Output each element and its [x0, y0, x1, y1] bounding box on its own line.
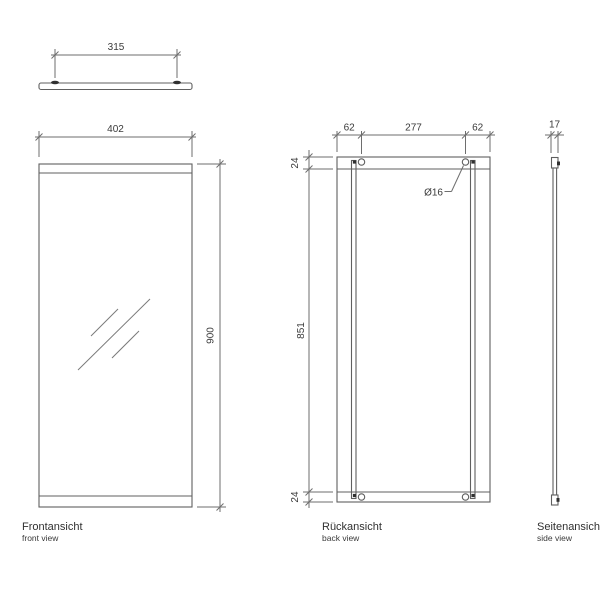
front-view-outline	[38, 163, 193, 508]
leader-line	[451, 165, 464, 192]
screw-dot-bottom-right	[471, 493, 475, 498]
mount-hole-bottom-right	[461, 493, 470, 501]
dim-width: 402	[35, 124, 196, 157]
dim-right-offset-label: 62	[472, 123, 484, 134]
mount-hole-top-left	[357, 158, 366, 166]
mount-bump-right	[173, 80, 181, 85]
side-mirror-body	[552, 167, 558, 496]
hole-diameter-callout: Ø16	[424, 165, 464, 199]
side-view: 17 Seitenansicht side view	[537, 120, 600, 544]
glass-reflection-marks	[77, 298, 151, 371]
glass-mark	[77, 298, 151, 371]
screw-dot-top-right	[471, 160, 475, 164]
dim-width-label: 402	[107, 124, 124, 135]
back-view-outline	[336, 156, 491, 503]
side-view-title: Seitenansicht	[537, 521, 600, 533]
mount-hole-top-right	[461, 158, 470, 166]
screw-dot-top-left	[352, 160, 357, 164]
dim-height-label: 900	[206, 327, 217, 344]
side-bottom-bracket-dot	[556, 498, 560, 502]
dim-inner-height-label: 851	[296, 322, 307, 339]
dim-top-offset-label: 24	[290, 157, 301, 169]
dim-bottom-offset-label: 24	[290, 491, 301, 503]
side-top-bracket-dot	[557, 161, 560, 166]
front-view: 402 900 Frontansicht front view	[22, 124, 226, 543]
dim-hole-spacing-label: 277	[405, 123, 422, 134]
side-view-subtitle: side view	[537, 533, 573, 543]
top-profile-view: 315	[38, 42, 193, 91]
front-view-title: Frontansicht	[22, 521, 83, 533]
hole-diameter-label: Ø16	[424, 188, 443, 199]
dim-vertical-offsets: 24 851 24	[290, 150, 333, 508]
glass-mark	[90, 308, 119, 337]
dim-mount-spacing-label: 315	[108, 42, 125, 53]
front-view-subtitle: front view	[22, 533, 59, 543]
back-view-subtitle: back view	[322, 533, 360, 543]
mirror-top-profile-outline	[38, 82, 193, 91]
dim-mount-spacing: 315	[51, 42, 181, 78]
screw-dot-bottom-left	[352, 493, 357, 498]
dim-hole-offsets: 62 277 62	[332, 123, 495, 154]
mount-hole-bottom-left	[357, 493, 366, 501]
dim-thickness-label: 17	[549, 120, 561, 131]
mount-bump-left	[51, 80, 59, 85]
dim-left-offset-label: 62	[344, 123, 356, 134]
glass-mark	[111, 330, 140, 359]
dim-thickness: 17	[545, 120, 564, 153]
dim-height: 900	[197, 159, 226, 512]
back-view-title: Rückansicht	[322, 521, 382, 533]
back-view: 62 277 62 Ø16	[290, 123, 495, 543]
